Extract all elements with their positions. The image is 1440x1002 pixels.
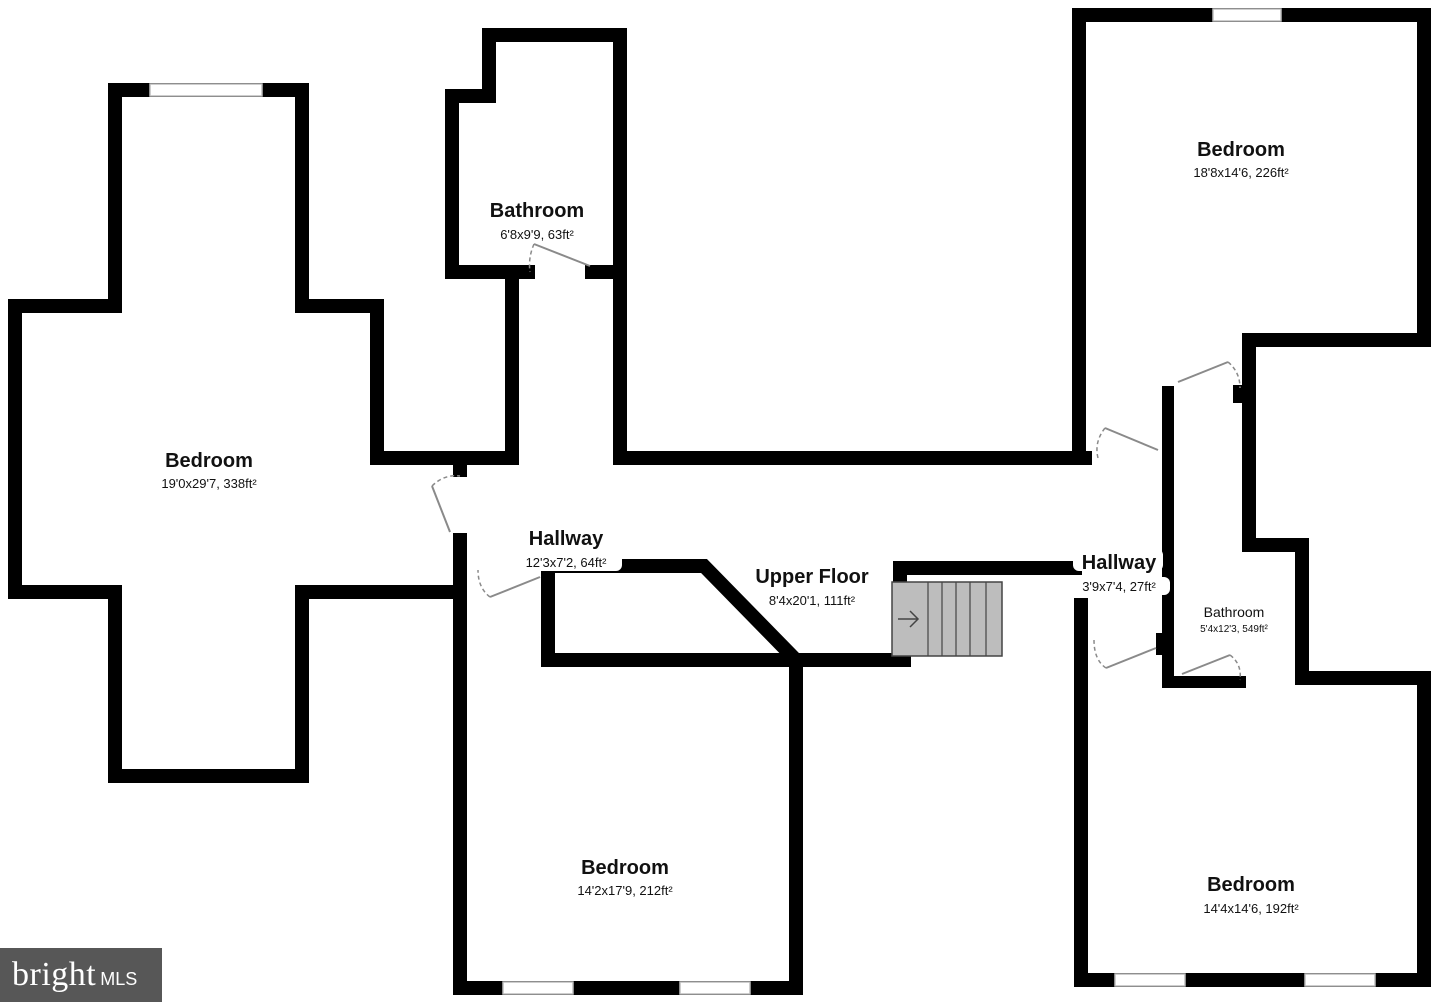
- bright-mls-logo: bright MLS: [0, 948, 162, 1002]
- room-name: Bedroom: [1197, 139, 1285, 161]
- room-dims: 14'2x17'9, 212ft²: [577, 883, 673, 898]
- window-bedroom-br-2: [1304, 973, 1376, 987]
- window-bedroom-tr: [1212, 8, 1282, 22]
- logo-suffix: MLS: [100, 968, 138, 989]
- bedroom-tr-walls: [1072, 8, 1431, 685]
- room-dims: 19'0x29'7, 338ft²: [161, 476, 257, 491]
- room-label-hallway-2: Hallway 3'9x7'4, 27ft²: [1068, 549, 1170, 595]
- room-name: Bathroom: [1204, 604, 1265, 620]
- bedroom-br-walls: [1074, 598, 1431, 987]
- room-dims: 14'4x14'6, 192ft²: [1203, 901, 1299, 916]
- room-label-bedroom-tr: Bedroom 18'8x14'6, 226ft²: [1193, 139, 1289, 180]
- room-label-hallway-1: Hallway 12'3x7'2, 64ft²: [512, 528, 622, 571]
- room-name: Hallway: [529, 528, 604, 550]
- room-dims: 18'8x14'6, 226ft²: [1193, 165, 1289, 180]
- bathroom-top-walls: [445, 28, 1092, 465]
- floor-dims: 8'4x20'1, 111ft²: [769, 593, 856, 608]
- bedroom-left-walls: [8, 83, 519, 783]
- room-label-bedroom-left: Bedroom 19'0x29'7, 338ft²: [161, 450, 257, 491]
- room-dims: 3'9x7'4, 27ft²: [1082, 579, 1156, 594]
- room-label-upper-floor: Upper Floor 8'4x20'1, 111ft²: [755, 566, 869, 608]
- arrow-right-icon: [898, 610, 920, 628]
- room-label-bathroom-top: Bathroom 6'8x9'9, 63ft²: [490, 200, 584, 242]
- bedroom-bottom-walls: [453, 559, 911, 995]
- room-label-bedroom-br: Bedroom 14'4x14'6, 192ft²: [1203, 874, 1299, 916]
- room-label-bedroom-bottom: Bedroom 14'2x17'9, 212ft²: [577, 857, 673, 898]
- room-name: Bedroom: [581, 857, 669, 879]
- corridor-walls: [431, 474, 1082, 589]
- window-bedroom-left: [149, 83, 263, 97]
- logo-brand: bright: [12, 956, 97, 993]
- room-dims: 12'3x7'2, 64ft²: [526, 555, 608, 570]
- room-name: Bedroom: [165, 450, 253, 472]
- bathroom-right-walls: [1162, 361, 1247, 688]
- room-name: Bedroom: [1207, 874, 1295, 896]
- window-bedroom-bottom-1: [502, 981, 574, 995]
- window-bedroom-br-1: [1114, 973, 1186, 987]
- room-dims: 5'4x12'3, 549ft²: [1200, 624, 1268, 635]
- room-label-bathroom-right: Bathroom 5'4x12'3, 549ft²: [1200, 604, 1268, 635]
- room-name: Hallway: [1082, 552, 1157, 574]
- room-name: Bathroom: [490, 200, 584, 222]
- window-bedroom-bottom-2: [679, 981, 751, 995]
- floor-name: Upper Floor: [755, 566, 869, 588]
- room-dims: 6'8x9'9, 63ft²: [500, 227, 574, 242]
- staircase: [891, 581, 1003, 657]
